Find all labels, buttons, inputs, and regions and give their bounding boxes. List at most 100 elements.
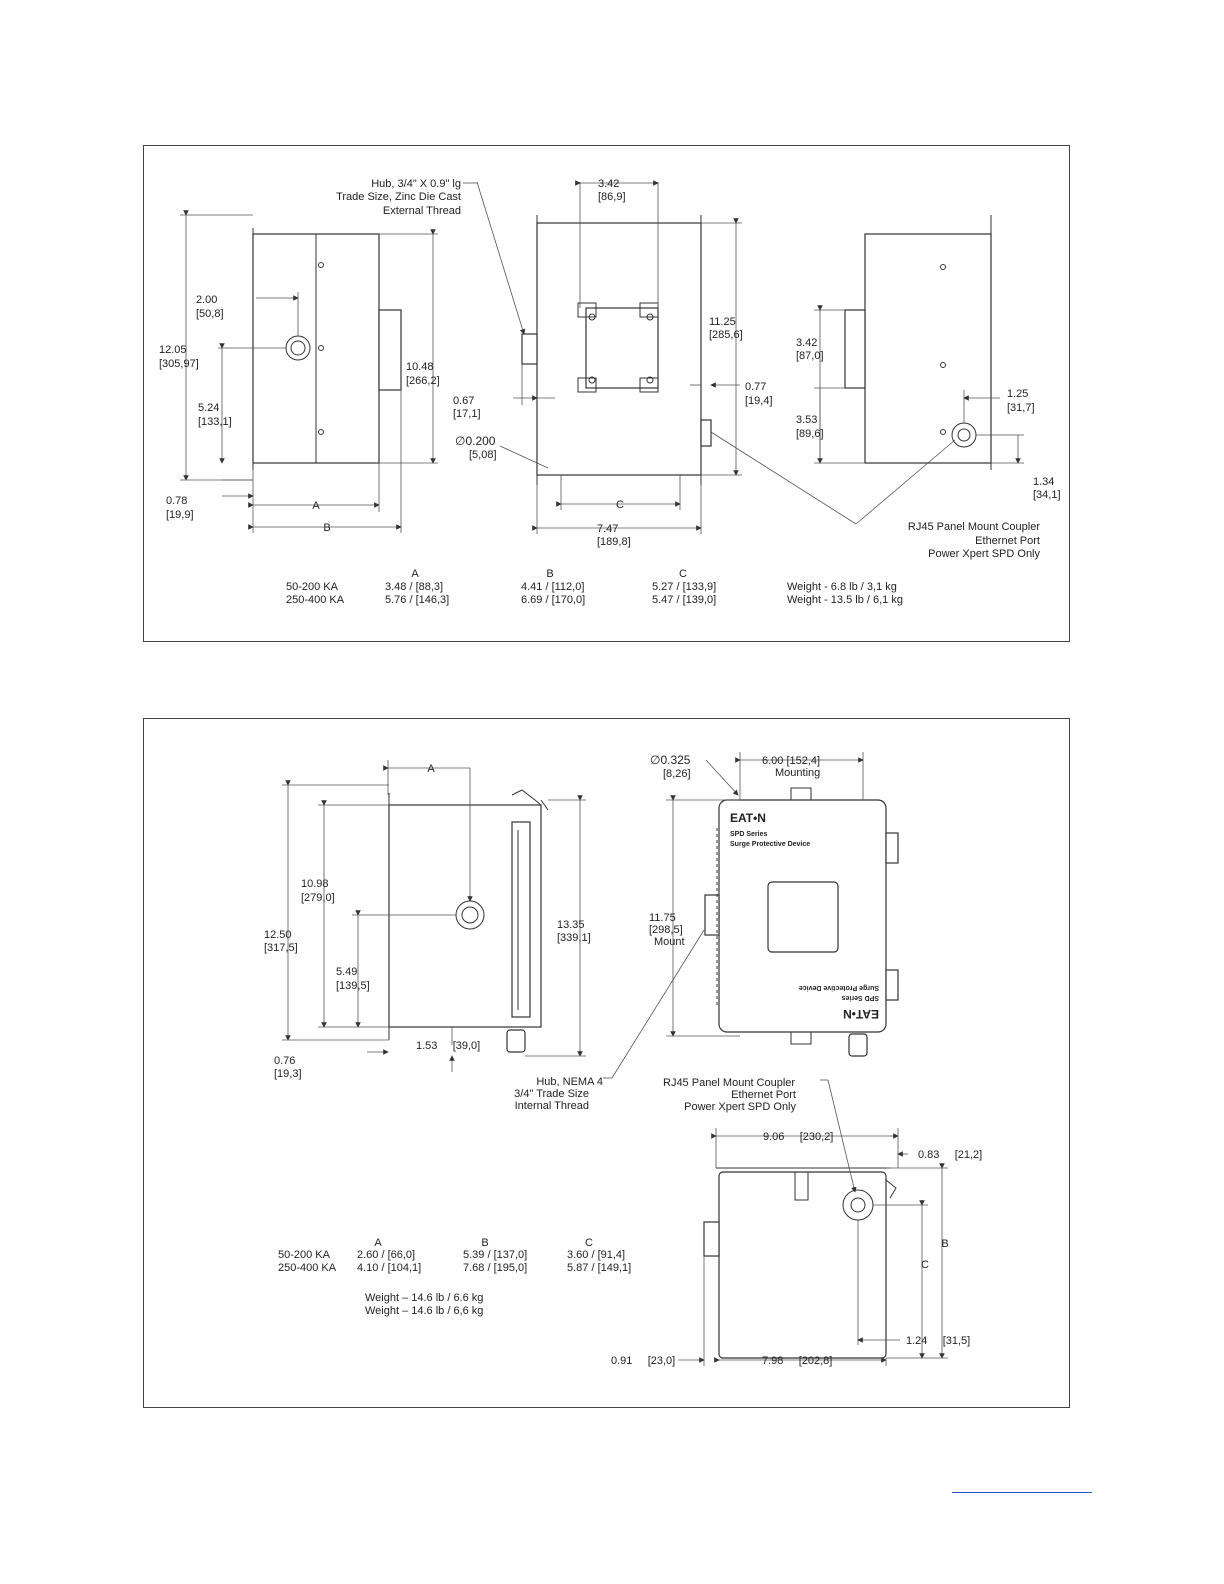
svg-text:12.50: 12.50 xyxy=(264,929,292,941)
svg-text:7.47: 7.47 xyxy=(597,523,618,535)
svg-text:[5,08]: [5,08] xyxy=(469,449,497,461)
svg-text:0.78: 0.78 xyxy=(166,495,187,507)
svg-text:Ethernet Port: Ethernet Port xyxy=(975,535,1040,547)
svg-text:0.76: 0.76 xyxy=(274,1055,295,1067)
svg-text:[87,0]: [87,0] xyxy=(796,350,824,362)
drawing-1-labels: Hub, 3/4" X 0.9" lg Trade Size, Zinc Die… xyxy=(159,178,1061,606)
svg-text:4.10 / [104,1]: 4.10 / [104,1] xyxy=(357,1262,421,1274)
svg-text:∅0.325: ∅0.325 xyxy=(650,753,691,767)
table2-header-c: C xyxy=(585,1237,593,1249)
nameplate-series: SPD Series xyxy=(730,831,767,838)
svg-text:[279,0]: [279,0] xyxy=(301,892,335,904)
svg-text:50-200 KA: 50-200 KA xyxy=(278,1249,331,1261)
svg-text:7.68 / [195,0]: 7.68 / [195,0] xyxy=(463,1262,527,1274)
svg-text:5.39 / [137,0]: 5.39 / [137,0] xyxy=(463,1249,527,1261)
svg-text:3.53: 3.53 xyxy=(796,414,817,426)
svg-text:3.42: 3.42 xyxy=(796,337,817,349)
table1-header-c: C xyxy=(679,568,687,580)
svg-text:[189,8]: [189,8] xyxy=(597,536,631,548)
svg-text:Power Xpert SPD Only: Power Xpert SPD Only xyxy=(684,1101,796,1113)
svg-text:Weight – 14.6 lb / 6.6 kg: Weight – 14.6 lb / 6.6 kg xyxy=(365,1292,483,1304)
svg-text:3/4" Trade Size: 3/4" Trade Size xyxy=(514,1088,589,1100)
svg-text:13.35: 13.35 xyxy=(557,919,585,931)
svg-text:Weight - 13.5 lb / 6,1 kg: Weight - 13.5 lb / 6,1 kg xyxy=(787,594,903,606)
svg-text:Internal Thread: Internal Thread xyxy=(515,1100,589,1112)
svg-text:C: C xyxy=(921,1259,929,1271)
svg-text:5.49: 5.49 xyxy=(336,966,357,978)
svg-text:Mount: Mount xyxy=(654,936,685,948)
svg-text:2.60 / [66,0]: 2.60 / [66,0] xyxy=(357,1249,415,1261)
drawing-frame-1 xyxy=(143,145,1070,642)
svg-text:[305,97]: [305,97] xyxy=(159,358,199,370)
side-view-right xyxy=(710,215,1024,525)
svg-text:B: B xyxy=(941,1238,948,1250)
svg-text:[86,9]: [86,9] xyxy=(598,191,626,203)
svg-text:C: C xyxy=(616,499,624,511)
svg-text:5.27 / [133,9]: 5.27 / [133,9] xyxy=(652,581,716,593)
svg-text:Ethernet Port: Ethernet Port xyxy=(731,1089,796,1101)
svg-text:50-200 KA: 50-200 KA xyxy=(286,581,339,593)
svg-text:[133,1]: [133,1] xyxy=(198,416,232,428)
nameplate-series-inverted: SPD Series xyxy=(842,994,879,1001)
svg-text:[266,2]: [266,2] xyxy=(406,375,440,387)
svg-text:3.60 / [91,4]: 3.60 / [91,4] xyxy=(567,1249,625,1261)
svg-text:A: A xyxy=(312,500,320,512)
nameplate-brand-inverted: EAT•N xyxy=(843,1007,879,1021)
footer-link-underline[interactable] xyxy=(952,1492,1092,1493)
svg-text:[8,26]: [8,26] xyxy=(663,768,691,780)
svg-text:[17,1]: [17,1] xyxy=(453,408,481,420)
hub-label-line1: Hub, 3/4" X 0.9" lg xyxy=(371,178,461,190)
svg-text:[89,6]: [89,6] xyxy=(796,428,824,440)
svg-text:4.41 / [112,0]: 4.41 / [112,0] xyxy=(521,581,584,593)
drawing-frame-2 xyxy=(143,718,1070,1408)
svg-text:Weight - 6.8 lb / 3,1 kg: Weight - 6.8 lb / 3,1 kg xyxy=(787,581,897,593)
nameplate-brand: EAT•N xyxy=(730,811,766,825)
svg-text:A: A xyxy=(427,763,435,775)
svg-text:11.75: 11.75 xyxy=(649,912,676,924)
svg-text:3.48 / [88,3]: 3.48 / [88,3] xyxy=(385,581,443,593)
svg-text:1.34: 1.34 xyxy=(1033,476,1054,488)
svg-text:RJ45 Panel Mount Coupler: RJ45 Panel Mount Coupler xyxy=(663,1077,795,1089)
side-view-left xyxy=(180,210,438,533)
hub-label-line2: Trade Size, Zinc Die Cast xyxy=(336,191,461,203)
svg-text:[19,3]: [19,3] xyxy=(274,1068,302,1080)
svg-text:Hub, NEMA 4: Hub, NEMA 4 xyxy=(536,1076,603,1088)
svg-text:12.05: 12.05 xyxy=(159,344,187,356)
svg-text:[285,6]: [285,6] xyxy=(709,329,743,341)
table2-header-b: B xyxy=(481,1237,488,1249)
svg-text:[19,4]: [19,4] xyxy=(745,395,773,407)
svg-text:5.47 / [139,0]: 5.47 / [139,0] xyxy=(652,594,716,606)
svg-text:∅0.200: ∅0.200 xyxy=(455,434,496,448)
svg-text:10.48: 10.48 xyxy=(406,361,434,373)
nema-bottom-view xyxy=(678,1079,948,1366)
svg-text:6.69 / [170,0]: 6.69 / [170,0] xyxy=(521,594,585,606)
svg-text:[34,1]: [34,1] xyxy=(1033,489,1061,501)
svg-text:0.77: 0.77 xyxy=(745,381,766,393)
table1-header-b: B xyxy=(546,568,553,580)
svg-text:[31,7]: [31,7] xyxy=(1007,402,1035,414)
svg-text:[317,5]: [317,5] xyxy=(264,942,298,954)
svg-text:0.67: 0.67 xyxy=(453,395,474,407)
table1-header-a: A xyxy=(411,568,419,580)
svg-text:RJ45 Panel Mount Coupler: RJ45 Panel Mount Coupler xyxy=(908,521,1040,533)
svg-text:250-400 KA: 250-400 KA xyxy=(278,1262,337,1274)
svg-text:5.87 / [149,1]: 5.87 / [149,1] xyxy=(567,1262,631,1274)
svg-text:9.06 [230,2]: 9.06 [230,2] xyxy=(763,1131,833,1143)
nema-front-view: EAT•N SPD Series Surge Protective Device… xyxy=(603,752,899,1079)
svg-text:B: B xyxy=(323,522,330,534)
svg-text:[19,9]: [19,9] xyxy=(166,509,194,521)
svg-text:Power Xpert SPD Only: Power Xpert SPD Only xyxy=(928,548,1040,560)
nameplate-subtitle-inverted: Surge Protective Device xyxy=(799,984,879,991)
svg-text:[339,1]: [339,1] xyxy=(557,932,591,944)
hub-label-line3: External Thread xyxy=(383,205,461,217)
svg-text:3.42: 3.42 xyxy=(598,178,619,190)
svg-text:11.25: 11.25 xyxy=(709,316,736,328)
svg-text:Weight – 14.6 lb / 6,6 kg: Weight – 14.6 lb / 6,6 kg xyxy=(365,1305,483,1317)
back-view-center xyxy=(476,180,742,534)
svg-text:Mounting: Mounting xyxy=(775,767,820,779)
table2-header-a: A xyxy=(374,1237,382,1249)
nema-side-view xyxy=(282,760,586,1072)
svg-text:10.98: 10.98 xyxy=(301,878,329,890)
svg-text:[50,8]: [50,8] xyxy=(196,308,224,320)
nameplate-subtitle: Surge Protective Device xyxy=(730,841,810,848)
